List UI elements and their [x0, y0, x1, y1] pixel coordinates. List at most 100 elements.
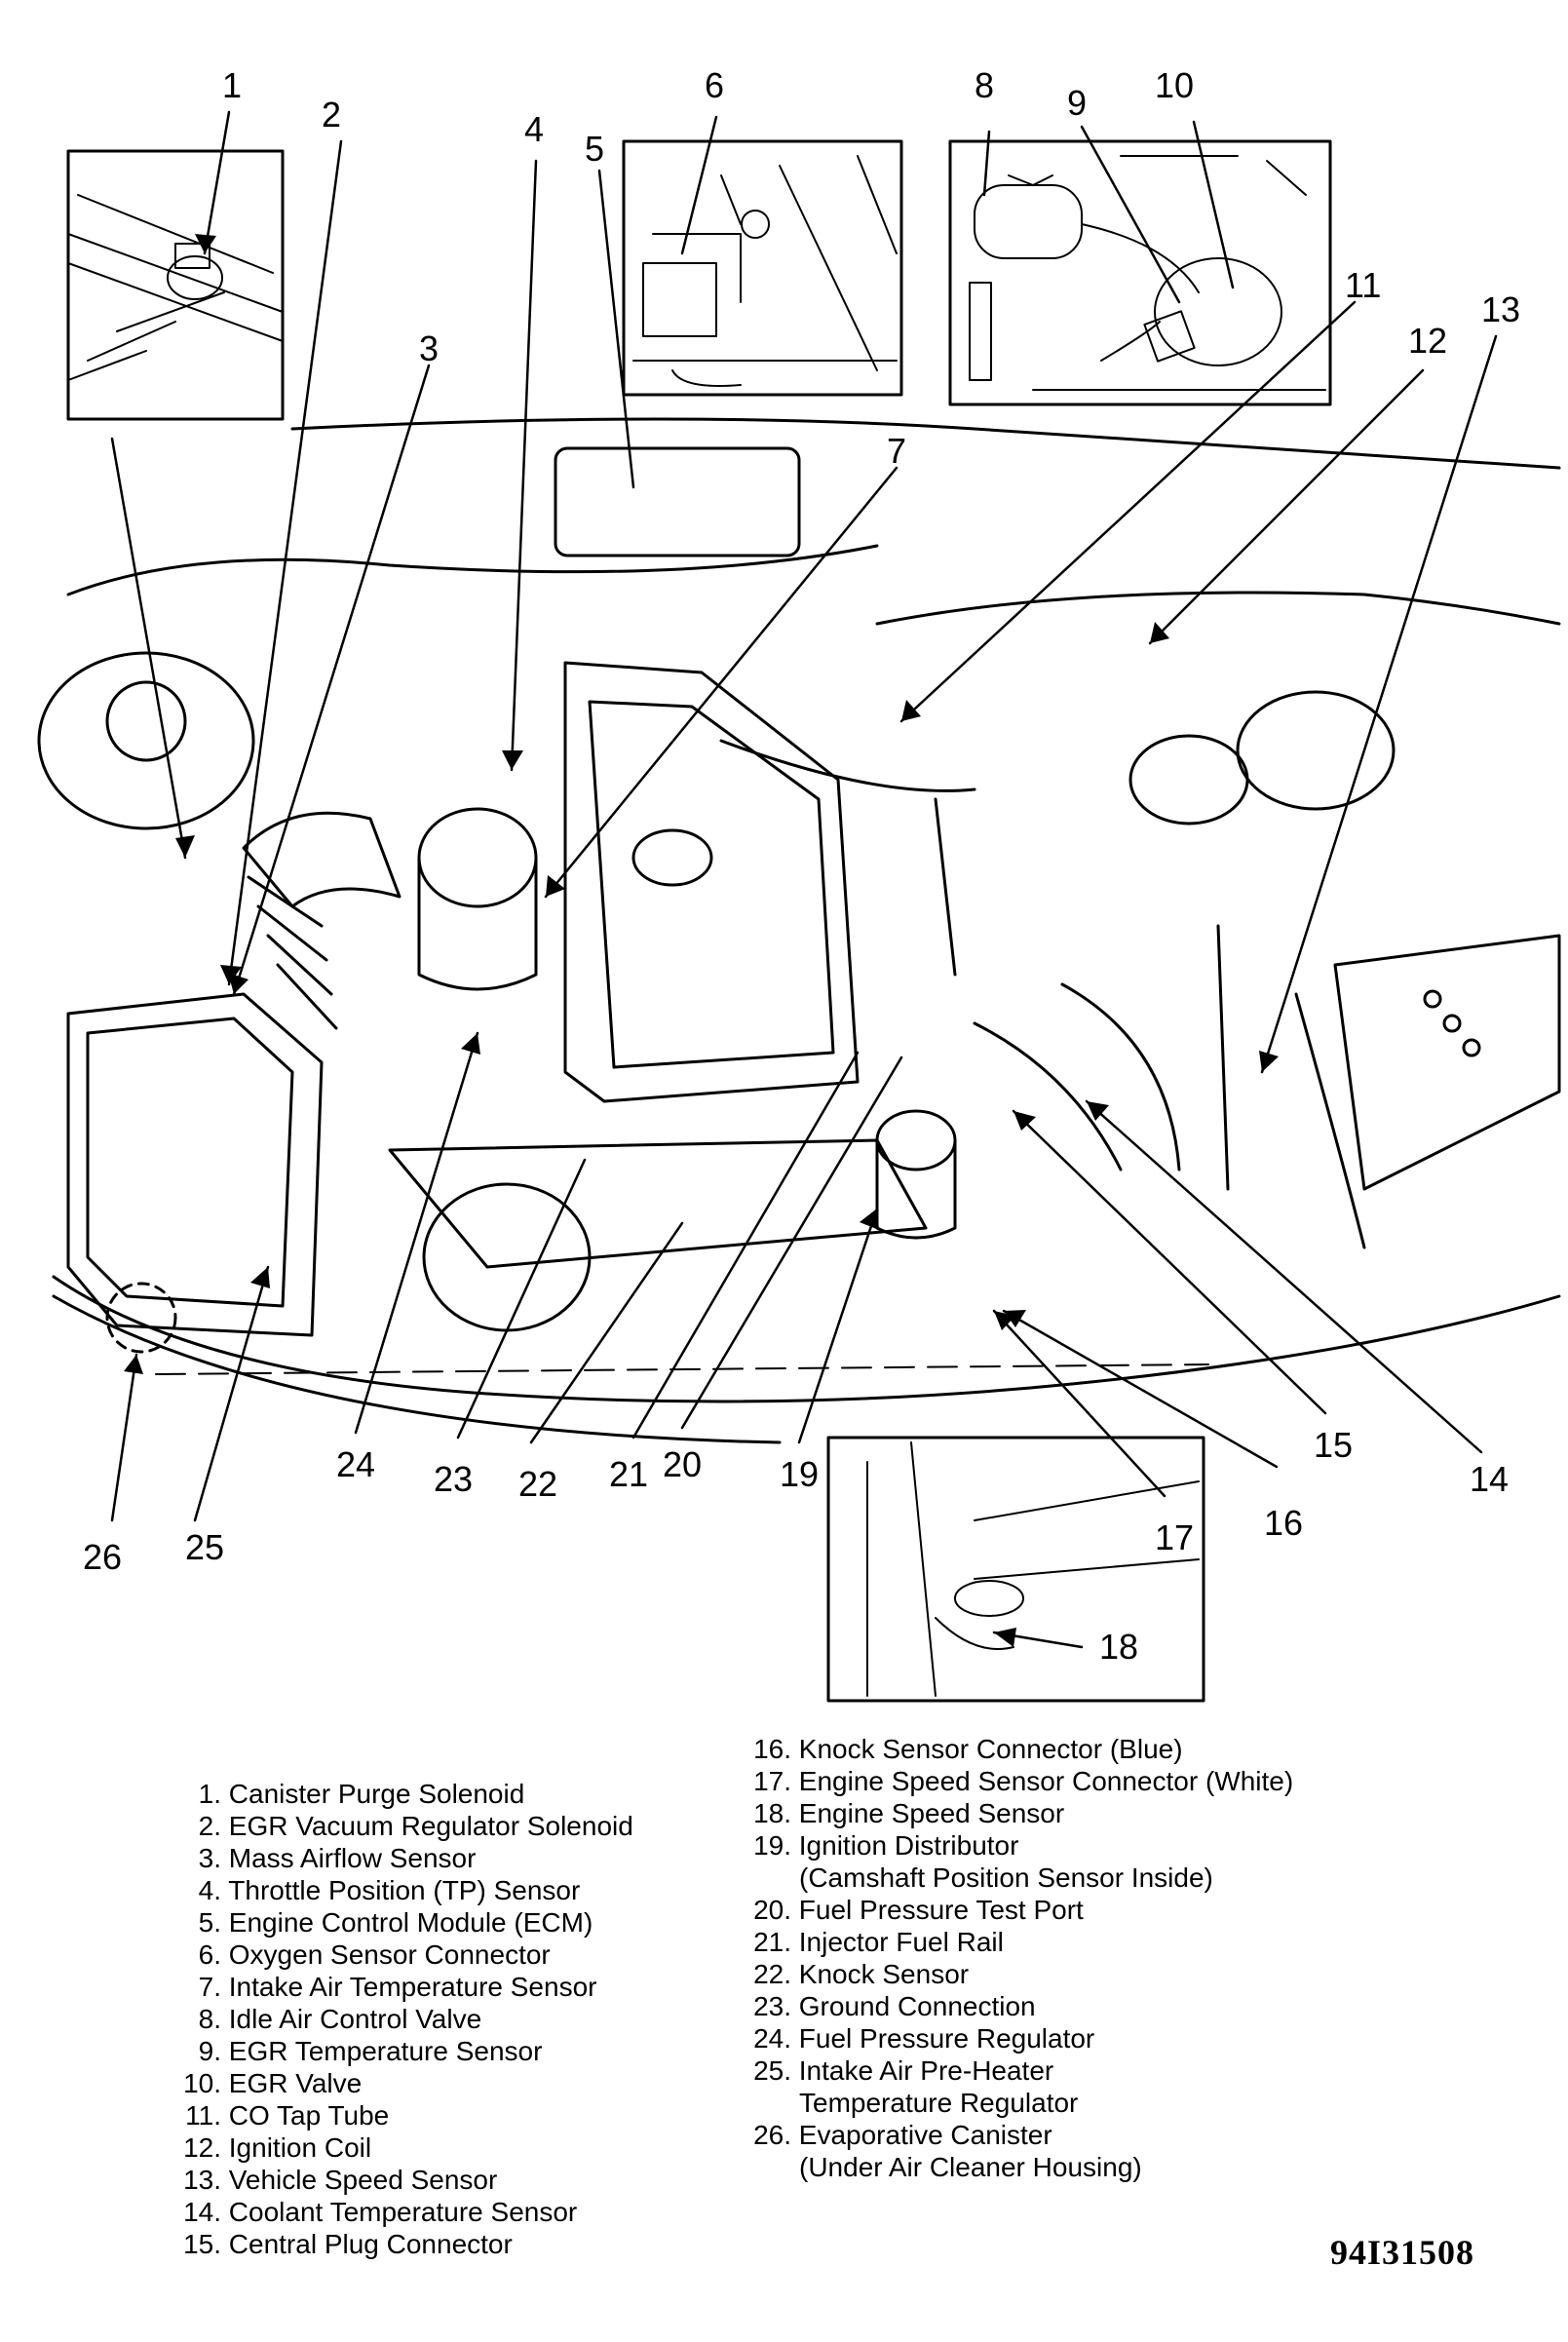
legend-item: 22. Knock Sensor — [741, 1958, 1293, 1990]
inset-18-detail — [866, 1441, 1200, 1697]
legend-item-label: EGR Vacuum Regulator Solenoid — [228, 1811, 633, 1841]
callout-26: 26 — [83, 1537, 122, 1577]
callout-11: 11 — [1345, 265, 1381, 305]
legend-item-label: Evaporative Canister — [798, 2120, 1052, 2150]
legend-item-number: 11. — [185, 2100, 221, 2131]
legend-item-number: 14. — [183, 2197, 221, 2227]
figure-id: 94I31508 — [1330, 2233, 1475, 2272]
inset-iac-egr-detail — [969, 155, 1326, 391]
legend-item-number: 7. — [198, 1972, 221, 2002]
legend-item-label: Engine Speed Sensor Connector (White) — [798, 1766, 1294, 1796]
callout-17: 17 — [1155, 1517, 1194, 1557]
legend-item-number: 18. — [753, 1798, 791, 1828]
legend-item-number: 3. — [198, 1843, 221, 1873]
legend-item-number: 6. — [198, 1939, 221, 1970]
legend-item-label: EGR Valve — [228, 2068, 363, 2098]
legend-item: 7. Intake Air Temperature Sensor — [171, 1971, 633, 2003]
legend-item-label: Mass Airflow Sensor — [228, 1843, 477, 1873]
legend-item-label: Vehicle Speed Sensor — [228, 2165, 498, 2195]
callout-4: 4 — [524, 109, 544, 149]
legend-item-label: Fuel Pressure Regulator — [798, 2023, 1095, 2054]
legend-item: 12. Ignition Coil — [171, 2131, 633, 2164]
legend-right: 16. Knock Sensor Connector (Blue) 17. En… — [741, 1733, 1293, 2183]
legend-item-number: 5. — [198, 1907, 221, 1938]
legend-item: 16. Knock Sensor Connector (Blue) — [741, 1733, 1293, 1765]
legend-item: 15. Central Plug Connector — [171, 2228, 633, 2260]
callout-2: 2 — [322, 95, 341, 134]
engine-bay — [37, 417, 1561, 1444]
legend-item-label: Knock Sensor Connector (Blue) — [798, 1734, 1183, 1764]
legend-item-label: Coolant Temperature Sensor — [228, 2197, 578, 2227]
legend-item-label: Knock Sensor — [798, 1959, 970, 1989]
callout-8: 8 — [975, 65, 994, 105]
callout-1: 1 — [222, 65, 242, 105]
callout-12: 12 — [1408, 321, 1447, 361]
legend-item-continuation: Temperature Regulator — [799, 2088, 1079, 2118]
legend-item: 11. CO Tap Tube — [171, 2099, 633, 2131]
callout-21: 21 — [609, 1454, 648, 1494]
legend-item: 20. Fuel Pressure Test Port — [741, 1894, 1293, 1926]
legend-item-continuation: (Camshaft Position Sensor Inside) — [799, 1862, 1213, 1893]
legend-item-number: 9. — [198, 2036, 221, 2066]
legend-item-number: 15. — [183, 2229, 221, 2259]
legend-item-number: 1. — [198, 1779, 221, 1809]
legend-item: 4. Throttle Position (TP) Sensor — [171, 1874, 633, 1906]
legend-item-label: Central Plug Connector — [228, 2229, 513, 2259]
legend-item-label: Ignition Coil — [228, 2132, 372, 2163]
legend-item-label: Injector Fuel Rail — [798, 1927, 1004, 1957]
legend-item-number: 13. — [183, 2165, 221, 2195]
inset-1-detail — [67, 194, 284, 381]
callout-22: 22 — [518, 1464, 557, 1504]
callout-10: 10 — [1155, 65, 1194, 105]
legend-item-number: 21. — [753, 1927, 791, 1957]
legend-left: 1. Canister Purge Solenoid 2. EGR Vacuum… — [171, 1778, 633, 2260]
legend-item: 24. Fuel Pressure Regulator — [741, 2022, 1293, 2054]
legend-item-label: Canister Purge Solenoid — [228, 1779, 525, 1809]
legend-item-label: Throttle Position (TP) Sensor — [228, 1875, 581, 1905]
legend-item: 3. Mass Airflow Sensor — [171, 1842, 633, 1874]
callout-3: 3 — [419, 328, 439, 368]
legend-item-label: Intake Air Temperature Sensor — [228, 1972, 597, 2002]
legend-item-label: Ground Connection — [798, 1991, 1036, 2021]
arrow-heads — [124, 234, 1279, 1647]
legend-item-number: 12. — [183, 2132, 221, 2163]
callout-24: 24 — [336, 1444, 375, 1484]
inset-ecm-detail — [632, 155, 898, 387]
legend-item-label: Engine Speed Sensor — [798, 1798, 1065, 1828]
callout-19: 19 — [780, 1454, 819, 1494]
legend-item-label: Oxygen Sensor Connector — [228, 1939, 551, 1970]
legend-item: 5. Engine Control Module (ECM) — [171, 1906, 633, 1939]
legend-item: 26. Evaporative Canister(Under Air Clean… — [741, 2119, 1293, 2183]
legend-item: 14. Coolant Temperature Sensor — [171, 2196, 633, 2228]
legend-item: 18. Engine Speed Sensor — [741, 1797, 1293, 1829]
legend-item-number: 4. — [198, 1875, 221, 1905]
inset-canister-purge — [66, 149, 285, 421]
callout-15: 15 — [1314, 1425, 1353, 1465]
legend-item: 1. Canister Purge Solenoid — [171, 1778, 633, 1810]
legend-item-label: Ignition Distributor — [798, 1830, 1019, 1861]
legend-item-number: 2. — [198, 1811, 221, 1841]
legend-item: 10. EGR Valve — [171, 2067, 633, 2099]
inset-ecm-connector — [622, 139, 903, 397]
callout-9: 9 — [1067, 83, 1087, 123]
legend-item-label: Intake Air Pre-Heater — [798, 2055, 1054, 2086]
legend-item-number: 22. — [753, 1959, 791, 1989]
legend-item-label: CO Tap Tube — [228, 2100, 390, 2131]
leader-lines — [110, 110, 1498, 1649]
callout-14: 14 — [1470, 1459, 1509, 1499]
inset-idle-air-egr — [948, 139, 1332, 406]
legend-item: 13. Vehicle Speed Sensor — [171, 2164, 633, 2196]
callout-18: 18 — [1099, 1627, 1138, 1667]
legend-item-number: 19. — [753, 1830, 791, 1861]
legend-item: 6. Oxygen Sensor Connector — [171, 1939, 633, 1971]
legend-item-label: Fuel Pressure Test Port — [798, 1895, 1084, 1925]
legend-item: 23. Ground Connection — [741, 1990, 1293, 2022]
legend-item-number: 23. — [753, 1991, 791, 2021]
legend-item-number: 8. — [198, 2004, 221, 2034]
legend-item: 21. Injector Fuel Rail — [741, 1926, 1293, 1958]
legend-item: 17. Engine Speed Sensor Connector (White… — [741, 1765, 1293, 1797]
legend-item-number: 20. — [753, 1895, 791, 1925]
legend-item: 2. EGR Vacuum Regulator Solenoid — [171, 1810, 633, 1842]
